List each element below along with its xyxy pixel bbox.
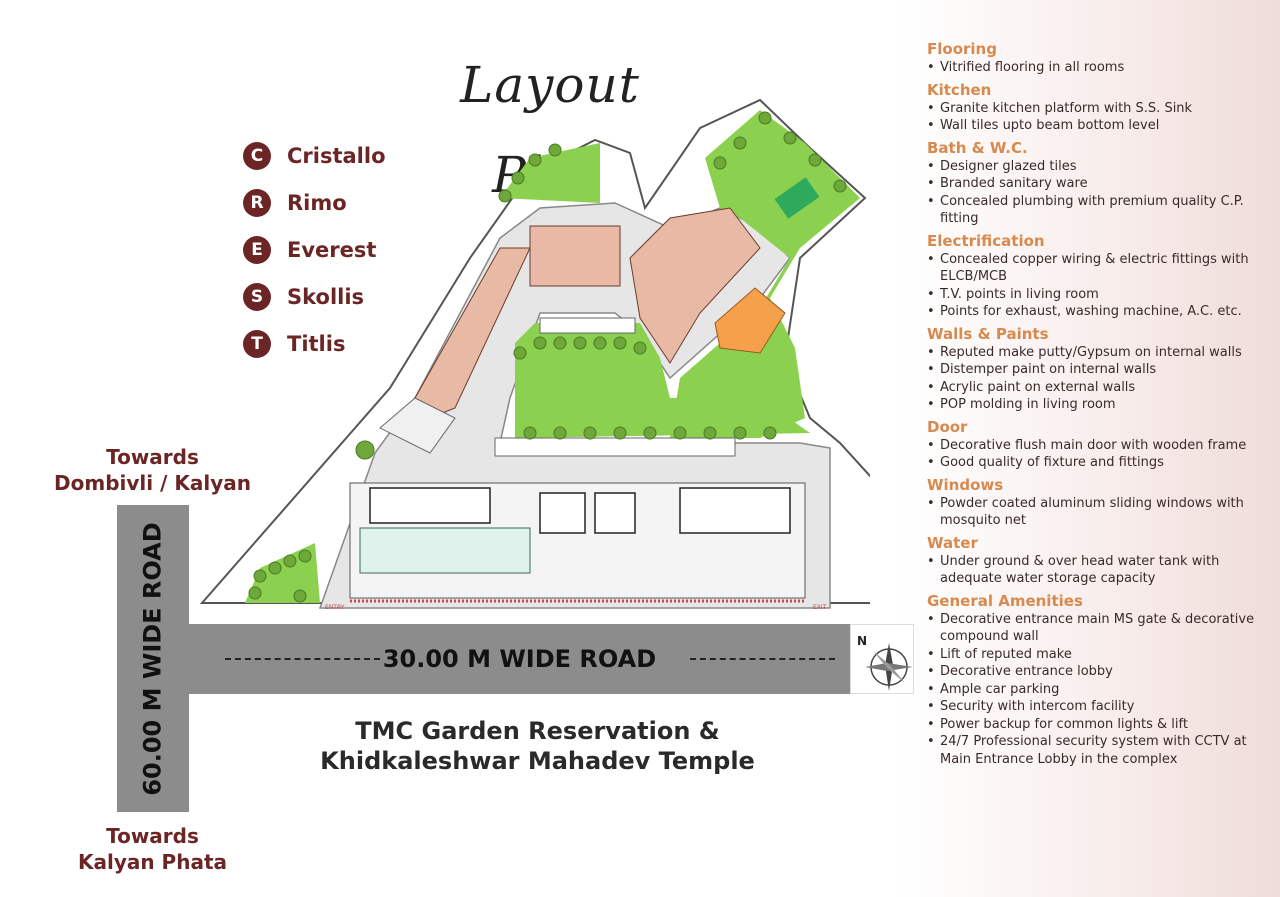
spec-heading: Windows — [927, 475, 1004, 494]
direction-dombivli: Towards Dombivli / Kalyan — [40, 444, 265, 496]
spec-item: Reputed make putty/Gypsum on internal wa… — [927, 344, 1272, 362]
exit-label: EXIT — [813, 604, 827, 611]
building-wing — [529, 225, 621, 287]
spec-item: T.V. points in living room — [927, 286, 1272, 304]
horizontal-road-label: 30.00 M WIDE ROAD — [382, 645, 657, 673]
spec-heading: Kitchen — [927, 80, 992, 99]
road-dash-right — [690, 658, 835, 660]
spec-item: Ample car parking — [927, 681, 1272, 699]
direction-label: Towards — [106, 445, 199, 469]
specifications-list: FlooringVitrified flooring in all roomsK… — [927, 36, 1272, 768]
shops-row — [359, 527, 531, 574]
tree-row — [248, 111, 847, 603]
amenity-block — [714, 287, 786, 354]
spec-item: Security with intercom facility — [927, 698, 1272, 716]
vertical-road-label: 60.00 M WIDE ROAD — [139, 521, 168, 796]
legend-name: Skollis — [287, 284, 365, 309]
building-core — [369, 487, 491, 524]
legend-letter-badge: E — [243, 235, 271, 264]
site-plan: ENTRY EXIT — [200, 98, 870, 611]
landmark-label: TMC Garden Reservation & Khidkaleshwar M… — [320, 716, 755, 776]
entry-label: ENTRY — [325, 604, 345, 611]
spec-item: Distemper paint on internal walls — [927, 361, 1272, 379]
legend-item-everest: E Everest — [243, 226, 386, 273]
svg-text:N: N — [857, 634, 867, 648]
spec-heading: General Amenities — [927, 591, 1083, 610]
legend-letter-badge: S — [243, 282, 271, 311]
vertical-road — [117, 505, 189, 812]
landmark-line: TMC Garden Reservation & — [355, 717, 720, 745]
spec-item: Wall tiles upto beam bottom level — [927, 117, 1272, 135]
legend-letter-badge: C — [243, 141, 271, 170]
legend-name: Rimo — [287, 190, 347, 215]
legend-name: Cristallo — [287, 143, 386, 168]
legend-name: Everest — [287, 237, 377, 262]
spec-item: Vitrified flooring in all rooms — [927, 59, 1272, 77]
spec-item: Branded sanitary ware — [927, 175, 1272, 193]
sports-court — [774, 177, 820, 219]
legend-letter-badge: R — [243, 188, 271, 217]
spec-item: Lift of reputed make — [927, 646, 1272, 664]
parking-row — [539, 317, 636, 334]
spec-item: Powder coated aluminum sliding windows w… — [927, 495, 1272, 530]
spec-item: Decorative entrance lobby — [927, 663, 1272, 681]
north-compass: N — [850, 624, 914, 694]
spec-heading: Bath & W.C. — [927, 138, 1028, 157]
spec-item: Under ground & over head water tank with… — [927, 553, 1272, 588]
vertical-road-label-wrap: 60.00 M WIDE ROAD — [117, 505, 189, 812]
building-core — [539, 492, 586, 534]
legend-letter-badge: T — [243, 329, 271, 358]
spec-heading: Door — [927, 417, 968, 436]
direction-kalyan-phata: Towards Kalyan Phata — [60, 823, 245, 875]
spec-heading: Water — [927, 533, 978, 552]
spec-item: Granite kitchen platform with S.S. Sink — [927, 100, 1272, 118]
spec-item: Concealed plumbing with premium quality … — [927, 193, 1272, 228]
landmark-line: Khidkaleshwar Mahadev Temple — [320, 747, 755, 775]
direction-label: Kalyan Phata — [77, 850, 228, 874]
direction-label: Dombivli / Kalyan — [54, 471, 251, 495]
spec-heading: Walls & Paints — [927, 324, 1049, 343]
spec-item: Acrylic paint on external walls — [927, 379, 1272, 397]
legend-item-rimo: R Rimo — [243, 179, 386, 226]
central-garden — [515, 323, 810, 438]
spec-item: 24/7 Professional security system with C… — [927, 733, 1272, 768]
legend-item-skollis: S Skollis — [243, 273, 386, 320]
building-wing — [629, 207, 761, 364]
spec-item: Designer glazed tiles — [927, 158, 1272, 176]
spec-heading: Flooring — [927, 40, 997, 58]
spec-item: Decorative flush main door with wooden f… — [927, 437, 1272, 455]
building-core — [594, 492, 636, 534]
building-core — [679, 487, 791, 534]
garden-patch — [500, 143, 600, 203]
building-wing — [379, 397, 456, 454]
direction-label: Towards — [106, 824, 199, 848]
legend-item-titlis: T Titlis — [243, 320, 386, 367]
compass-icon: N — [857, 634, 913, 691]
spec-item: Decorative entrance main MS gate & decor… — [927, 611, 1272, 646]
building-legend: C Cristallo R Rimo E Everest S Skollis T… — [243, 132, 386, 367]
legend-name: Titlis — [287, 331, 346, 356]
legend-item-cristallo: C Cristallo — [243, 132, 386, 179]
spec-item: Points for exhaust, washing machine, A.C… — [927, 303, 1272, 321]
road-dash-left — [225, 658, 380, 660]
spec-item: Concealed copper wiring & electric fitti… — [927, 251, 1272, 286]
spec-item: Power backup for common lights & lift — [927, 716, 1272, 734]
spec-item: Good quality of fixture and fittings — [927, 454, 1272, 472]
parking-row — [494, 437, 736, 457]
spec-heading: Electrification — [927, 231, 1045, 250]
spec-item: POP molding in living room — [927, 396, 1272, 414]
